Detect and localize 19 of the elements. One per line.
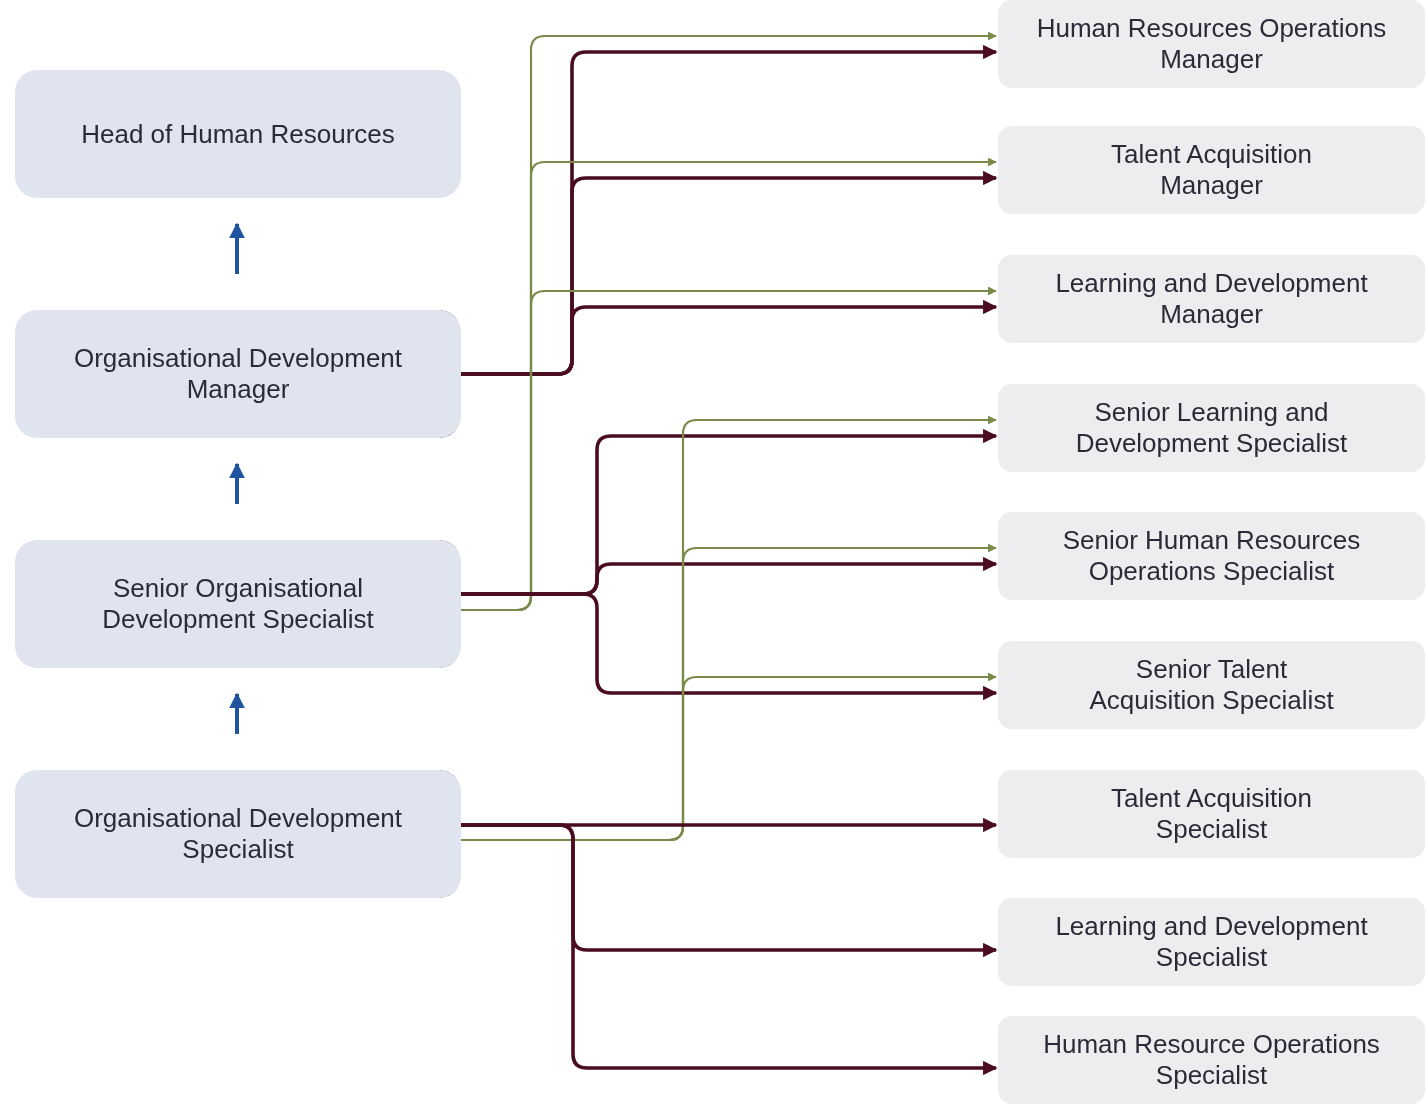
role-box: Organisational Development Manager [15,310,461,438]
role-box: Talent Acquisition Manager [998,126,1425,214]
arrow [459,823,998,1076]
arrow [229,462,245,504]
arrow [229,222,245,274]
arrow [459,299,998,376]
role-box: Human Resource Operations Specialist [998,1016,1425,1104]
role-box: Learning and Development Specialist [998,898,1425,986]
role-box: Head of Human Resources [15,70,461,198]
role-box: Senior Learning and Development Specialist [998,384,1425,472]
role-box: Human Resources Operations Manager [998,0,1425,88]
role-box: Senior Human Resources Operations Specialist [998,512,1425,600]
role-box: Talent Acquisition Specialist [998,770,1425,858]
arrow [229,692,245,734]
role-box: Senior Talent Acquisition Specialist [998,641,1425,729]
role-box: Learning and Development Manager [998,255,1425,343]
role-box: Senior Organisational Development Specialist [15,540,461,668]
arrow [459,592,998,701]
role-box: Organisational Development Specialist [15,770,461,898]
